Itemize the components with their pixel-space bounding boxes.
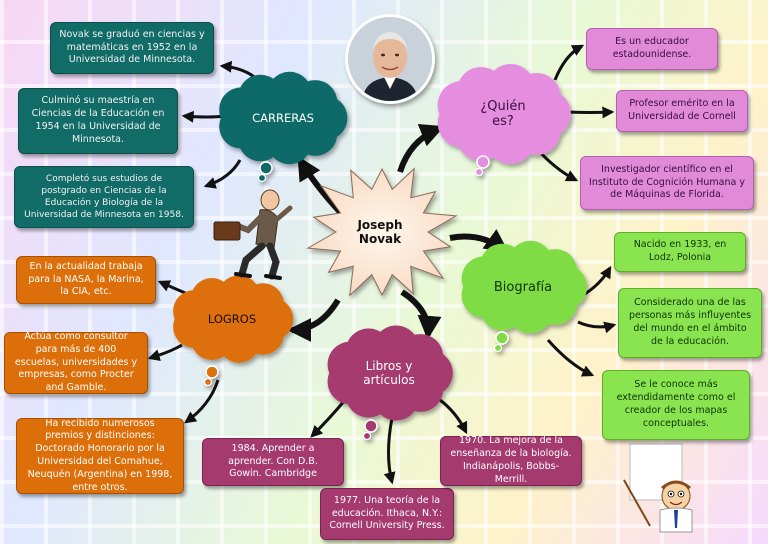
biografia-item-2: Considerado una de las personas más infl… — [618, 288, 762, 358]
arrow-center-quien — [397, 123, 445, 173]
arrow-biografia-2 — [577, 320, 617, 334]
arrow-carreras-3 — [203, 159, 242, 189]
quien-item-3: Investigador científico en el Instituto … — [580, 156, 754, 210]
carreras-item-3: Completó sus estudios de postgrado en Ci… — [14, 166, 194, 228]
cloud-libros — [327, 325, 453, 441]
quien-item-2: Profesor emérito en la Universidad de Co… — [616, 90, 748, 132]
libros-cloud-tail-small — [362, 431, 372, 441]
carreras-item-1: Novak se graduó en ciencias y matemática… — [50, 22, 214, 74]
carreras-cloud-tail — [259, 161, 273, 175]
quien-cloud-core — [451, 83, 555, 145]
libros-cloud-tail — [364, 419, 378, 433]
logros-cloud-tail — [205, 365, 219, 379]
carreras-cloud-tail-small — [257, 173, 267, 183]
arrow-center-libros — [400, 289, 442, 340]
libros-item-1: 1984. Aprender a aprender. Con D.B. Gowi… — [202, 438, 344, 486]
libros-item-3: 1970. La mejora de la enseñanza de la bi… — [440, 435, 582, 486]
cloud-biografia — [461, 240, 587, 353]
hub-label-logros: LOGROS — [207, 312, 257, 326]
logros-item-3: Ha recibido numerosos premios y distinci… — [16, 418, 184, 494]
arrow-center-logros — [287, 298, 341, 342]
cloud-logros — [173, 275, 294, 387]
hub-label-carreras: CARRERAS — [252, 111, 314, 125]
logros-item-1: En la actualidad trabaja para la NASA, l… — [16, 256, 156, 304]
arrow-biografia-3 — [546, 339, 595, 377]
presenter-with-board-clipart — [623, 443, 693, 533]
biografia-cloud-core — [474, 258, 572, 316]
libros-item-2: 1977. Una teoría de la educación. Ithaca… — [320, 488, 454, 540]
carreras-item-2: Culminó su maestría en Ciencias de la Ed… — [18, 88, 178, 154]
quien-item-1: Es un educador estadounidense. — [586, 28, 718, 70]
arrow-libros-2 — [383, 417, 396, 485]
quien-cloud-tail-small — [474, 167, 484, 177]
arrow-quien-2 — [567, 106, 615, 119]
arrow-quien-1 — [553, 44, 585, 81]
arrow-center-carreras — [297, 155, 343, 215]
arrow-libros-1 — [310, 399, 347, 438]
hub-label-biografia: Biografía — [493, 279, 553, 295]
running-businessman-clipart — [213, 189, 293, 280]
arrow-logros-2 — [147, 343, 183, 361]
hub-label-libros: Libros y artículos — [363, 359, 415, 387]
biografia-item-1: Nacido en 1933, en Lodz, Polonia — [614, 232, 746, 272]
hub-label-quien: ¿Quién es? — [480, 99, 526, 129]
arrow-logros-3 — [184, 379, 220, 424]
cloud-carreras — [219, 71, 348, 183]
cloud-quien — [437, 64, 571, 177]
portrait-photo — [345, 14, 435, 104]
biografia-item-3: Se le conoce más extendidamente como el … — [602, 370, 750, 440]
logros-cloud-tail-small — [203, 377, 213, 387]
biografia-cloud-tail — [495, 331, 509, 345]
carreras-cloud-core — [231, 89, 333, 147]
center-starburst — [306, 167, 458, 297]
logros-item-2: Actúa como consultor para más de 400 esc… — [4, 331, 148, 394]
libros-cloud-core — [341, 344, 437, 402]
arrow-libros-3 — [439, 398, 468, 435]
quien-cloud-tail — [476, 155, 490, 169]
center-title: Joseph Novak — [357, 218, 403, 246]
logros-cloud-core — [185, 292, 279, 346]
biografia-cloud-tail-small — [493, 343, 503, 353]
